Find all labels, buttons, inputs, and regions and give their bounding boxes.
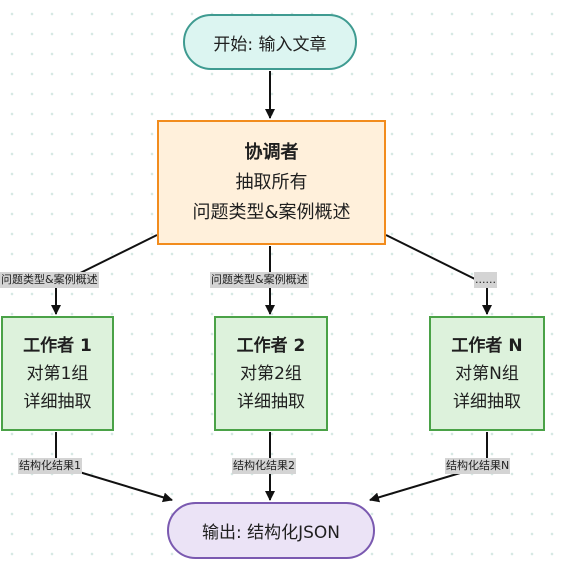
worker-n-title: 工作者 N bbox=[451, 335, 523, 356]
worker-1-line-1: 对第1组 bbox=[26, 363, 89, 384]
edge-coordinator-to-worker-n bbox=[385, 234, 492, 315]
worker-node-2: 工作者 2 对第2组 详细抽取 bbox=[214, 316, 328, 431]
edge-label-from-worker-2: 结构化结果2 bbox=[232, 458, 296, 474]
edge-label-to-worker-2: 问题类型&案例概述 bbox=[210, 272, 309, 288]
coordinator-node: 协调者 抽取所有 问题类型&案例概述 bbox=[157, 120, 386, 245]
worker-2-title: 工作者 2 bbox=[236, 335, 306, 356]
end-label: 输出: 结构化JSON bbox=[201, 523, 341, 543]
edge-label-from-worker-n: 结构化结果N bbox=[445, 458, 511, 474]
worker-2-line-2: 详细抽取 bbox=[237, 391, 305, 412]
edge-label-to-worker-n: ...... bbox=[474, 272, 497, 288]
worker-1-title: 工作者 1 bbox=[23, 335, 92, 356]
worker-node-1: 工作者 1 对第1组 详细抽取 bbox=[1, 316, 114, 431]
edge-label-to-worker-1: 问题类型&案例概述 bbox=[0, 272, 99, 288]
start-label: 开始: 输入文章 bbox=[213, 34, 327, 55]
end-node: 输出: 结构化JSON bbox=[167, 502, 375, 559]
coordinator-title: 协调者 bbox=[244, 141, 299, 163]
worker-2-line-1: 对第2组 bbox=[240, 363, 302, 384]
worker-n-line-1: 对第N组 bbox=[455, 363, 519, 384]
start-node: 开始: 输入文章 bbox=[183, 14, 357, 70]
worker-1-line-2: 详细抽取 bbox=[23, 391, 92, 412]
worker-n-line-2: 详细抽取 bbox=[453, 391, 521, 412]
coordinator-line-2: 问题类型&案例概述 bbox=[192, 201, 351, 223]
coordinator-line-1: 抽取所有 bbox=[235, 171, 308, 193]
edge-label-from-worker-1: 结构化结果1 bbox=[18, 458, 82, 474]
worker-node-n: 工作者 N 对第N组 详细抽取 bbox=[429, 316, 545, 431]
